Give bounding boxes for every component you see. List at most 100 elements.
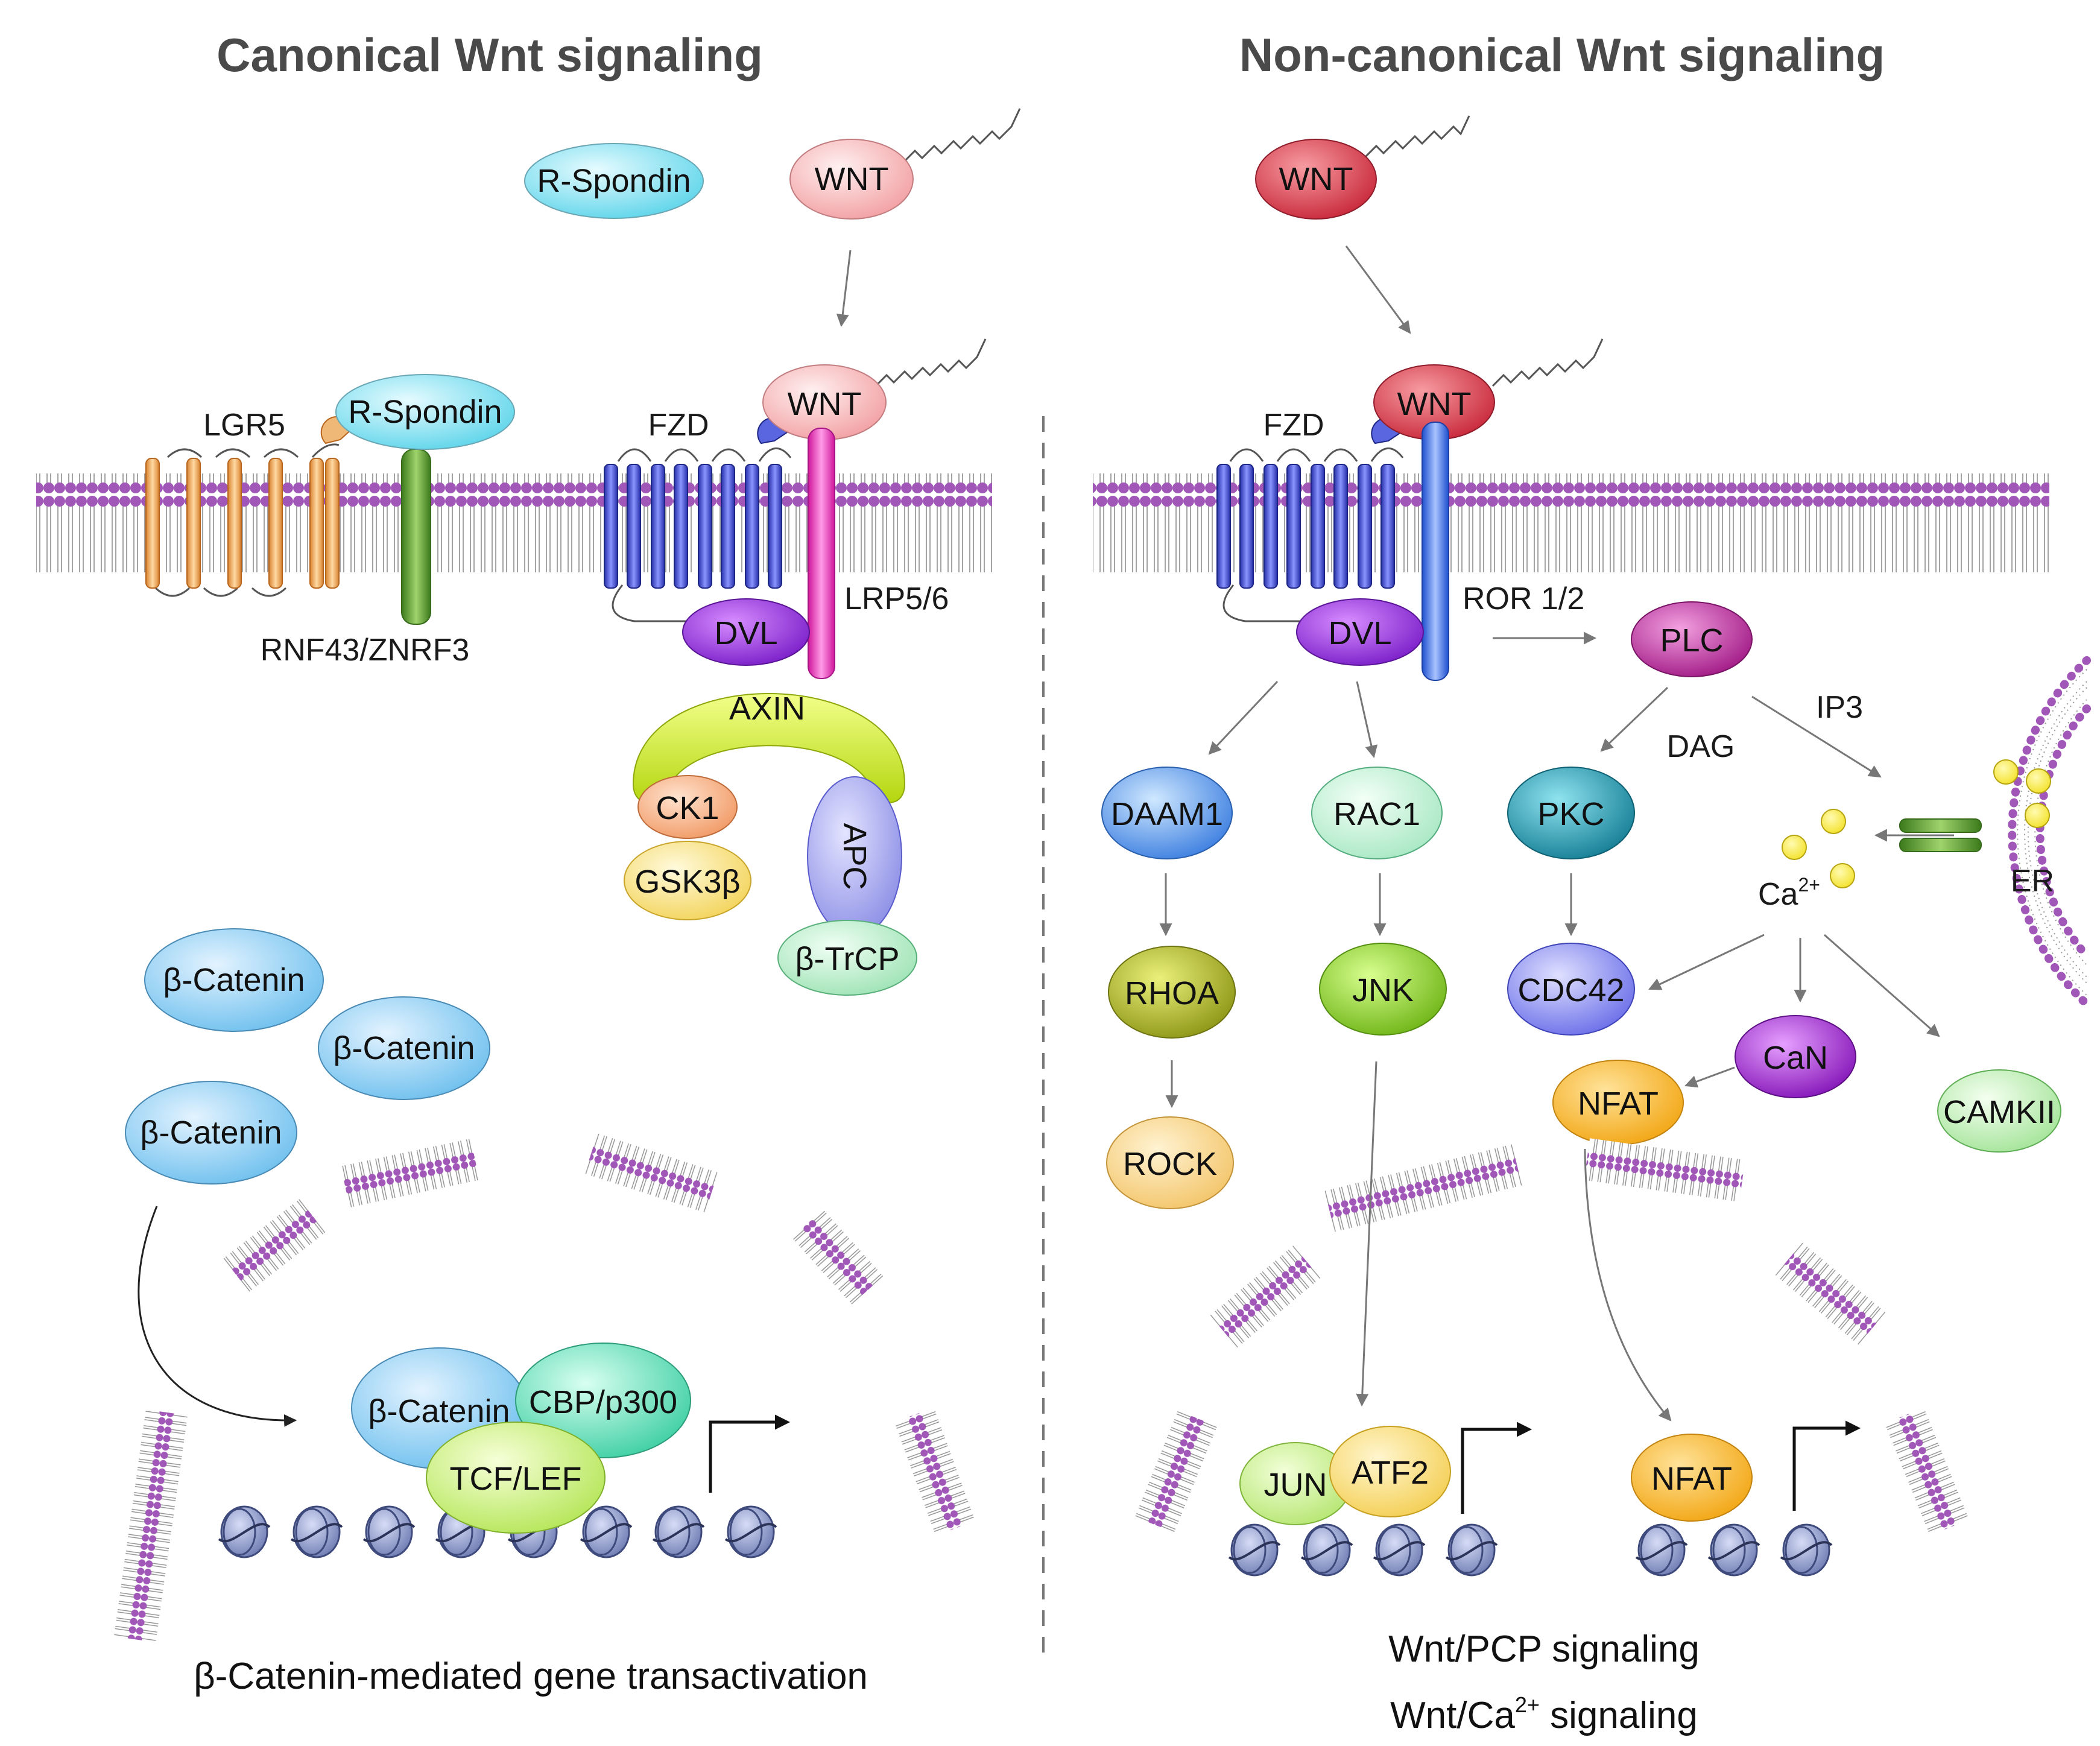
tcf-lef (426, 1422, 606, 1534)
arrow-dvl-to-daam1 (1208, 680, 1279, 755)
noncanonical-title: Non-canonical Wnt signaling (1239, 28, 1885, 81)
pkc-label: PKC (1537, 796, 1604, 832)
wnt-bound-noncanonical-label: WNT (1397, 386, 1472, 422)
calcium-ions (1782, 759, 2051, 888)
wnt-free-noncanonical-lipid-tail (1344, 115, 1470, 164)
calcium-symbol: Ca (1758, 877, 1798, 912)
r-spondin-free-label: R-Spondin (537, 163, 691, 199)
plasma-membrane-noncanonical (1093, 473, 2049, 572)
canonical-title: Canonical Wnt signaling (217, 28, 763, 81)
fzd-label-noncanonical: FZD (1263, 408, 1324, 443)
rhoa-label: RHOA (1125, 975, 1219, 1011)
ck1 (637, 775, 738, 839)
dvl-noncanonical-label: DVL (1328, 615, 1391, 651)
wnt-free-canonical (789, 139, 914, 220)
arrow-beta-catenin-nuclear-translocation (138, 1206, 297, 1427)
rhoa (1108, 946, 1236, 1039)
rnf43-znrf3-label: RNF43/ZNRF3 (261, 633, 470, 668)
ck1-label: CK1 (656, 790, 719, 826)
rac1-label: RAC1 (1333, 796, 1420, 832)
arrow-wnt-to-fzd-noncanonical (1345, 245, 1411, 334)
arrow-can-to-nfat (1684, 1066, 1735, 1088)
cdc42-label: CDC42 (1517, 972, 1624, 1008)
beta-catenin-1 (144, 928, 324, 1032)
transcription-start-arrow-canonical (709, 1414, 790, 1493)
daam1-label: DAAM1 (1111, 796, 1223, 832)
nuclear-envelope-canonical (113, 1133, 976, 1643)
wnt-bound-noncanonical-lipid-tail (1491, 338, 1604, 387)
can (1735, 1015, 1856, 1098)
wnt-ca-caption-main: Wnt/Ca (1390, 1695, 1515, 1736)
arrow-ca-to-cdc42 (1648, 934, 1765, 990)
plasma-membrane-canonical (36, 473, 992, 572)
camkii (1937, 1069, 2061, 1153)
lgr5-receptor (145, 416, 353, 597)
arrow-plc-to-er (1751, 695, 1882, 778)
cdc42 (1507, 943, 1635, 1036)
chromatin-noncanonical-ca (1635, 1523, 1833, 1577)
wnt-ca-caption-sup: 2+ (1515, 1692, 1540, 1717)
dvl-canonical-label: DVL (714, 615, 777, 651)
dvl-canonical (682, 598, 810, 666)
wnt-ca-caption: Wnt/Ca2+ signaling (1390, 1692, 1698, 1736)
plc-label: PLC (1660, 622, 1723, 659)
ip3-label: IP3 (1816, 690, 1863, 725)
jun-label: JUN (1264, 1467, 1327, 1503)
camkii-label: CAMKII (1943, 1094, 2055, 1130)
jnk-label: JNK (1352, 972, 1414, 1008)
endoplasmic-reticulum (2008, 656, 2091, 1008)
rock-label: ROCK (1123, 1146, 1217, 1182)
wnt-free-canonical-lipid-tail (882, 108, 1021, 169)
beta-catenin-nuclear-label: β-Catenin (368, 1393, 510, 1429)
wnt-free-canonical-label: WNT (815, 161, 889, 197)
fzd-label-canonical: FZD (648, 408, 709, 443)
arrow-nfat-to-nucleus (1584, 1148, 1672, 1422)
arrow-dvl-to-rac1 (1356, 681, 1378, 759)
r-spondin-free (524, 143, 704, 219)
ip3-receptor-channel (1899, 818, 1982, 852)
canonical-caption: β-Catenin-mediated gene transactivation (194, 1656, 868, 1697)
arrow-plc-to-pkc (1600, 686, 1669, 752)
chromatin-noncanonical-pcp (1228, 1523, 1498, 1577)
lrp5-6-label: LRP5/6 (844, 581, 949, 616)
apc-label: APC (837, 823, 873, 890)
cbp-p300-label: CBP/p300 (529, 1384, 677, 1420)
dag-label: DAG (1667, 729, 1735, 764)
r-spondin-bound-label: R-Spondin (348, 394, 502, 430)
atf2-label: ATF2 (1352, 1455, 1429, 1491)
arrow-ca-to-camkii (1824, 934, 1940, 1037)
arrow-wnt-to-fzd-canonical (836, 250, 852, 327)
beta-catenin-1-label: β-Catenin (163, 962, 305, 998)
daam1 (1101, 767, 1233, 859)
tcf-lef-label: TCF/LEF (449, 1461, 581, 1497)
pkc (1507, 767, 1635, 859)
er-label: ER (2011, 864, 2054, 899)
transcription-start-arrow-pcp (1461, 1422, 1532, 1514)
wnt-ca-caption-end: signaling (1540, 1695, 1698, 1736)
arrow-jnk-to-nucleus (1356, 1061, 1377, 1407)
wnt-free-noncanonical-label: WNT (1279, 161, 1353, 197)
calcium-charge: 2+ (1798, 874, 1820, 896)
dvl-noncanonical (1296, 598, 1424, 666)
beta-catenin-2 (318, 996, 490, 1100)
wnt-pcp-caption: Wnt/PCP signaling (1388, 1628, 1700, 1670)
nfat-nucleus (1631, 1434, 1753, 1522)
lrp5-6-coreceptor (808, 428, 835, 679)
nfat-nucleus-label: NFAT (1651, 1461, 1732, 1497)
rock (1106, 1116, 1234, 1209)
beta-catenin-3 (125, 1081, 297, 1185)
jnk (1319, 943, 1447, 1036)
can-label: CaN (1763, 1040, 1828, 1076)
gsk3b (624, 841, 751, 920)
beta-trcp (777, 920, 917, 996)
r-spondin-bound (335, 374, 515, 450)
gsk3b-label: GSK3β (634, 864, 740, 900)
lgr5-label: LGR5 (203, 408, 285, 443)
ror1-2-coreceptor (1422, 422, 1449, 681)
beta-catenin-2-label: β-Catenin (333, 1030, 475, 1066)
rnf43-znrf3-receptor (401, 449, 431, 625)
wnt-bound-canonical-lipid-tail (874, 338, 987, 387)
atf2 (1329, 1426, 1451, 1517)
transcription-start-arrow-ca (1792, 1420, 1861, 1511)
